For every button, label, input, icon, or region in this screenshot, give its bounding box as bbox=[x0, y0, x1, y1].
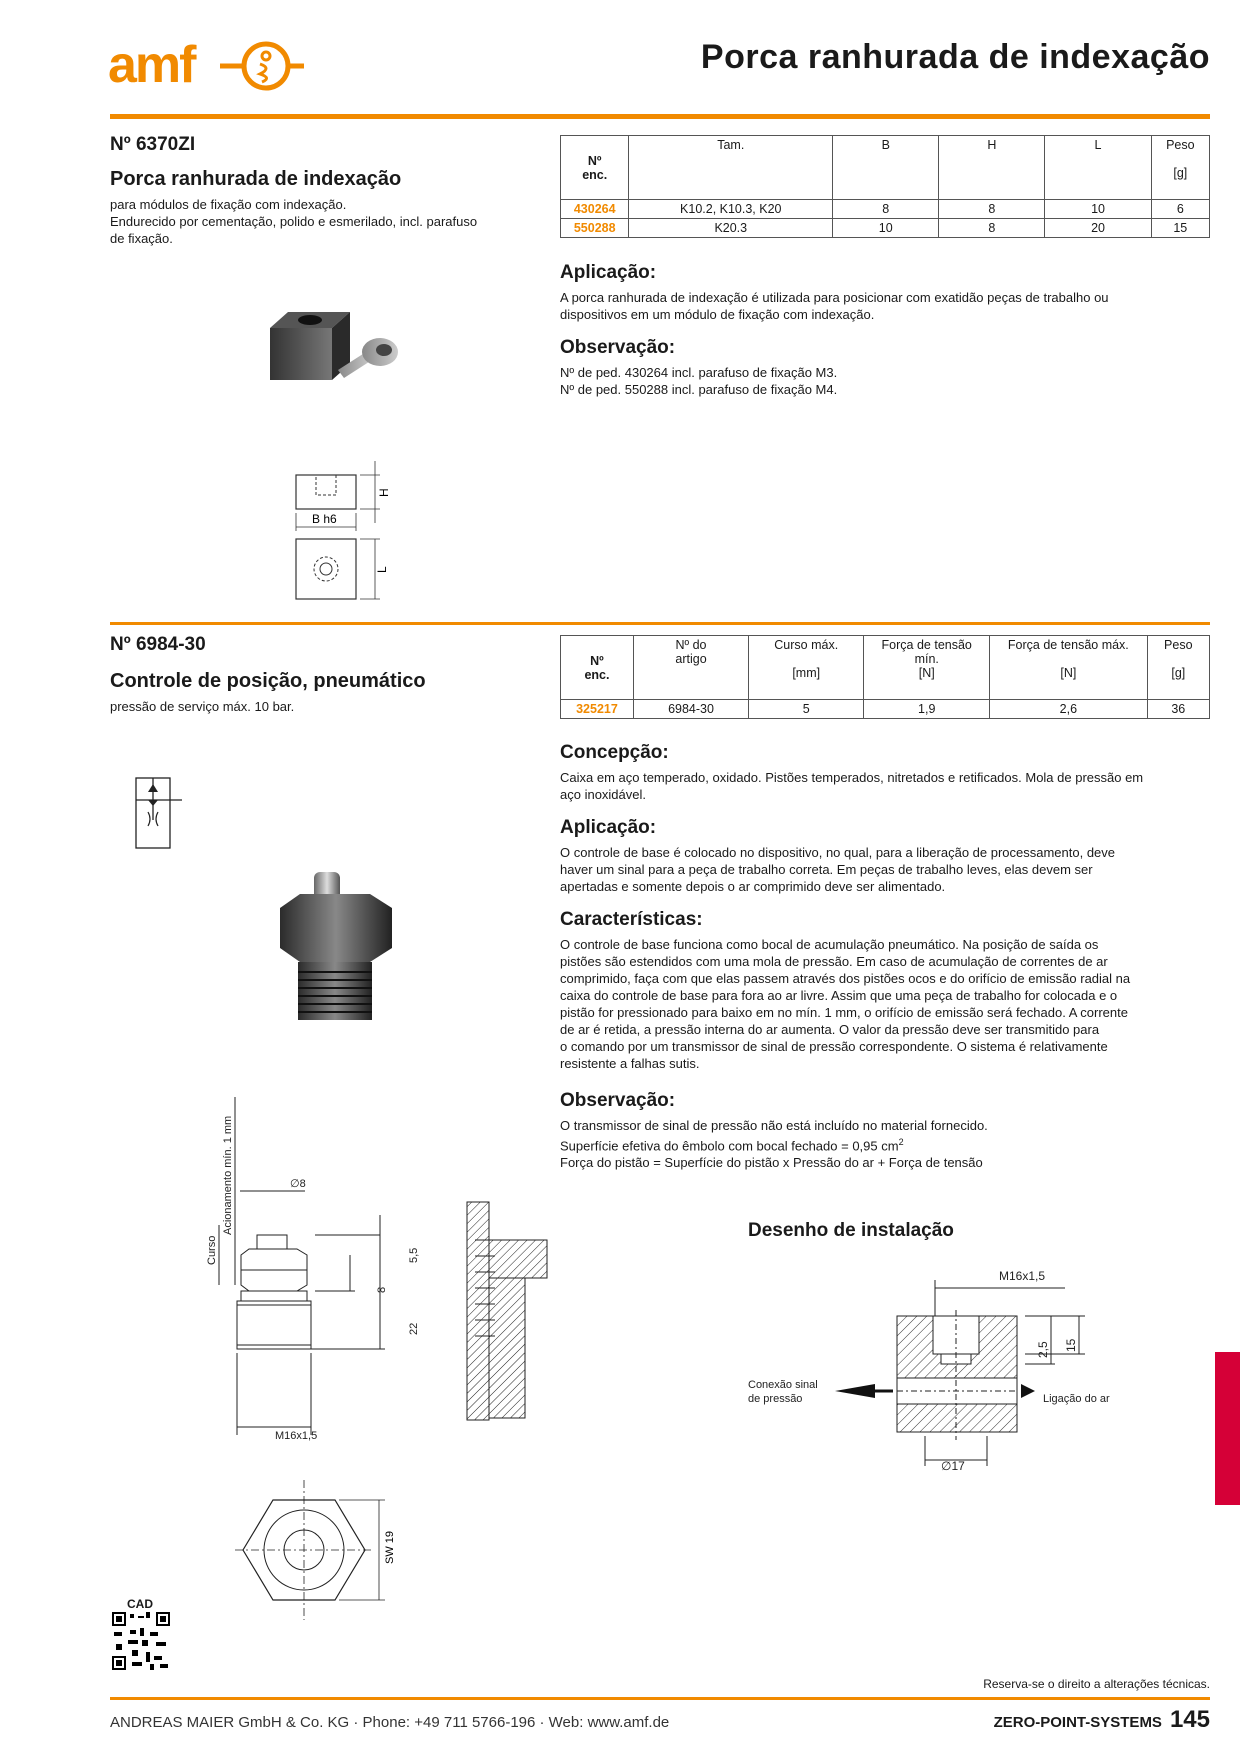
svg-text:Curso: Curso bbox=[206, 1236, 218, 1265]
cad-label: CAD bbox=[127, 1597, 153, 1611]
product1-description: para módulos de fixação com indexação. E… bbox=[110, 197, 478, 246]
product1-application-title: Aplicação: bbox=[560, 262, 657, 283]
svg-text:B h6: B h6 bbox=[312, 512, 337, 526]
svg-text:2,5: 2,5 bbox=[1036, 1341, 1050, 1358]
table-row: 550288 K20.3 10 8 20 15 bbox=[559, 218, 1211, 238]
product2-description: pressão de serviço máx. 10 bar. bbox=[110, 699, 295, 714]
design-text: Caixa em aço temperado, oxidado. Pistões… bbox=[560, 770, 1144, 802]
svg-text:H: H bbox=[377, 488, 391, 497]
product1-name: Porca ranhurada de indexação bbox=[110, 168, 402, 190]
svg-text:L: L bbox=[375, 566, 389, 573]
product1-note-title: Observação: bbox=[560, 337, 676, 358]
installation-drawing: M16x1,5 2,5 15 ∅17 Conexão sinal de pres… bbox=[745, 1260, 1145, 1490]
footer-brand: ZERO-POINT-SYSTEMS 145 bbox=[994, 1706, 1210, 1734]
product2-number: Nº 6984-30 bbox=[110, 634, 206, 655]
svg-text:Ligação do ar: Ligação do ar bbox=[1043, 1393, 1110, 1405]
features-title: Características: bbox=[560, 909, 703, 930]
brand-label: ZERO-POINT-SYSTEMS bbox=[993, 1714, 1162, 1731]
design-title: Concepção: bbox=[560, 742, 669, 763]
product1-number: Nº 6370ZI bbox=[110, 134, 196, 155]
svg-text:amf: amf bbox=[108, 36, 197, 94]
svg-text:8: 8 bbox=[376, 1287, 388, 1293]
table-row: 325217 6984-30 5 1,9 2,6 36 bbox=[560, 699, 1211, 719]
section-tab bbox=[1215, 1352, 1240, 1505]
svg-text:22: 22 bbox=[408, 1323, 420, 1335]
svg-text:M16x1,5: M16x1,5 bbox=[999, 1269, 1045, 1283]
svg-text:SW 19: SW 19 bbox=[384, 1531, 396, 1564]
svg-text:de pressão: de pressão bbox=[748, 1393, 802, 1405]
section-rule bbox=[110, 622, 1210, 625]
svg-text:M16x1,5: M16x1,5 bbox=[275, 1430, 317, 1442]
product1-note-text: Nº de ped. 430264 incl. parafuso de fixa… bbox=[560, 365, 838, 397]
cad-qr-code[interactable] bbox=[112, 1612, 170, 1670]
page-number: 145 bbox=[1169, 1706, 1210, 1733]
hex-top-view: SW 19 bbox=[235, 1480, 405, 1620]
svg-text:∅17: ∅17 bbox=[941, 1459, 965, 1473]
svg-text:∅8: ∅8 bbox=[290, 1178, 306, 1190]
product2-drawing: Acionamento mín. 1 mm Curso ∅8 5,5 8 22 … bbox=[195, 1095, 535, 1475]
amf-logo: amf bbox=[108, 34, 308, 94]
product1-photo bbox=[268, 300, 408, 400]
product1-application-text: A porca ranhurada de indexação é utiliza… bbox=[560, 290, 1109, 322]
pneumatic-symbol bbox=[128, 772, 188, 852]
install-title: Desenho de instalação bbox=[748, 1220, 954, 1241]
footer-rule bbox=[110, 1697, 1210, 1700]
table-row: 430264 K10.2, K10.3, K20 8 8 10 6 bbox=[559, 199, 1211, 219]
product2-note-title: Observação: bbox=[560, 1090, 676, 1111]
svg-text:5,5: 5,5 bbox=[408, 1248, 420, 1263]
page-title: Porca ranhurada de indexação bbox=[700, 38, 1210, 76]
product2-note-text: O transmissor de sinal de pressão não es… bbox=[560, 1118, 988, 1171]
header-rule bbox=[110, 114, 1210, 119]
product2-application-text: O controle de base é colocado no disposi… bbox=[560, 845, 1116, 894]
section-view-drawing bbox=[465, 1200, 555, 1425]
product2-name: Controle de posição, pneumático bbox=[110, 670, 426, 692]
features-text: O controle de base funciona como bocal d… bbox=[560, 937, 1131, 1071]
svg-text:Acionamento mín. 1 mm: Acionamento mín. 1 mm bbox=[222, 1116, 234, 1235]
product1-drawing: H B h6 L bbox=[280, 455, 400, 615]
rights-note: Reserva-se o direito a alterações técnic… bbox=[983, 1677, 1210, 1691]
product2-photo bbox=[270, 868, 400, 1028]
footer-company: ANDREAS MAIER GmbH & Co. KG · Phone: +49… bbox=[110, 1714, 670, 1731]
svg-text:Conexão sinal: Conexão sinal bbox=[748, 1379, 818, 1391]
product2-application-title: Aplicação: bbox=[560, 817, 657, 838]
svg-text:15: 15 bbox=[1064, 1338, 1078, 1352]
